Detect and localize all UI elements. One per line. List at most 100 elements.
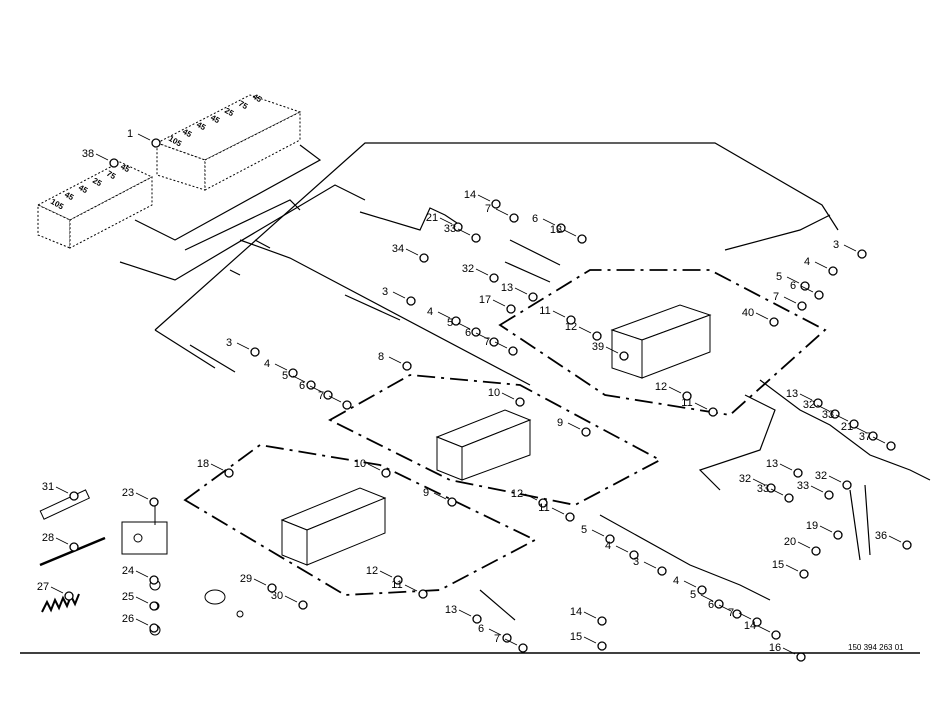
leader-line — [779, 463, 793, 471]
callout-labels: 1383456740147613213332341317111239345673… — [37, 128, 902, 655]
tube-k — [759, 379, 931, 481]
fitting-part — [381, 468, 391, 478]
leader-line — [785, 564, 799, 572]
leader-line — [615, 545, 629, 553]
callout-11: 11 — [538, 502, 549, 514]
clamp-block-22 — [121, 521, 168, 555]
fitting-part — [323, 390, 333, 400]
nipple-30 — [236, 610, 244, 618]
callout-11: 11 — [681, 397, 692, 409]
fitting-part — [419, 253, 429, 263]
fitting-part — [515, 397, 525, 407]
leader-line — [439, 217, 453, 225]
cap-29 — [204, 589, 226, 605]
leader-line — [379, 570, 393, 578]
callout-30: 30 — [271, 590, 283, 602]
callout-32: 32 — [462, 263, 474, 275]
leader-line — [591, 529, 605, 537]
leader-line — [683, 580, 697, 588]
callout-3: 3 — [633, 556, 639, 568]
callout-6: 6 — [532, 213, 538, 225]
callout-21: 21 — [841, 421, 853, 433]
leader-line — [457, 228, 471, 236]
fitting-part — [149, 497, 159, 507]
leader-line — [694, 402, 708, 410]
callout-33: 33 — [822, 409, 834, 421]
fitting-part — [771, 630, 781, 640]
fitting-part — [69, 542, 79, 552]
leader-line — [835, 414, 849, 422]
fitting-part — [342, 400, 352, 410]
fitting-part — [732, 609, 742, 619]
leader-line — [786, 276, 800, 284]
leader-line — [488, 628, 502, 636]
callout-14: 14 — [744, 620, 756, 632]
callout-6: 6 — [299, 380, 305, 392]
callout-9: 9 — [423, 487, 429, 499]
callout-13: 13 — [766, 458, 778, 470]
callout-4: 4 — [605, 540, 611, 552]
callout-33: 33 — [757, 483, 769, 495]
fitting-part — [502, 633, 512, 643]
fitting-part — [629, 550, 639, 560]
leader-line — [405, 248, 419, 256]
callout-5: 5 — [690, 589, 696, 601]
leader-line — [494, 341, 508, 349]
callout-7: 7 — [318, 390, 324, 402]
callout-4: 4 — [673, 575, 679, 587]
callout-7: 7 — [494, 633, 500, 645]
fitting-part — [793, 468, 803, 478]
tube-j — [698, 394, 776, 491]
leader-line — [492, 299, 506, 307]
fitting-part — [697, 585, 707, 595]
callout-32: 32 — [739, 473, 751, 485]
callout-32: 32 — [815, 470, 827, 482]
fitting-part — [224, 468, 234, 478]
leader-line — [799, 393, 813, 401]
callout-12: 12 — [655, 381, 667, 393]
callout-7: 7 — [484, 336, 490, 348]
callout-21: 21 — [426, 212, 438, 224]
tube-i — [504, 239, 561, 283]
tube-34 — [359, 207, 461, 231]
fittings — [64, 138, 912, 662]
tube-top-right — [724, 214, 831, 251]
fitting-part — [708, 407, 718, 417]
fitting-part — [406, 296, 416, 306]
fitting-part — [418, 589, 428, 599]
leader-line — [583, 636, 597, 644]
fitting-part — [592, 331, 602, 341]
fitting-part — [506, 304, 516, 314]
leader-line — [843, 244, 857, 252]
callout-5: 5 — [282, 370, 288, 382]
callout-15: 15 — [570, 631, 582, 643]
callout-14: 14 — [464, 189, 476, 201]
callout-5: 5 — [581, 524, 587, 536]
fitting-part — [619, 351, 629, 361]
callout-38: 38 — [82, 148, 94, 160]
fitting-part — [796, 652, 806, 662]
leader-line — [755, 312, 769, 320]
leader-line — [770, 488, 784, 496]
leader-line — [700, 594, 714, 602]
frame-17 — [498, 269, 827, 416]
spring-27 — [41, 593, 80, 613]
callout-13: 13 — [550, 224, 562, 236]
leader-line — [404, 584, 418, 592]
callout-10: 10 — [488, 387, 500, 399]
tube-g — [344, 294, 401, 321]
leader-line — [433, 492, 447, 500]
tube-a — [154, 329, 216, 369]
leader-line — [392, 291, 406, 299]
callout-16: 16 — [769, 642, 781, 654]
callout-15: 15 — [772, 559, 784, 571]
tube-b — [134, 144, 322, 241]
fitting-part — [509, 213, 519, 223]
fitting-part — [902, 540, 912, 550]
leader-line — [810, 485, 824, 493]
leader-line — [800, 285, 814, 293]
callout-4: 4 — [804, 256, 810, 268]
leader-line — [475, 332, 489, 340]
leader-line — [567, 422, 581, 430]
leader-line — [563, 229, 577, 237]
